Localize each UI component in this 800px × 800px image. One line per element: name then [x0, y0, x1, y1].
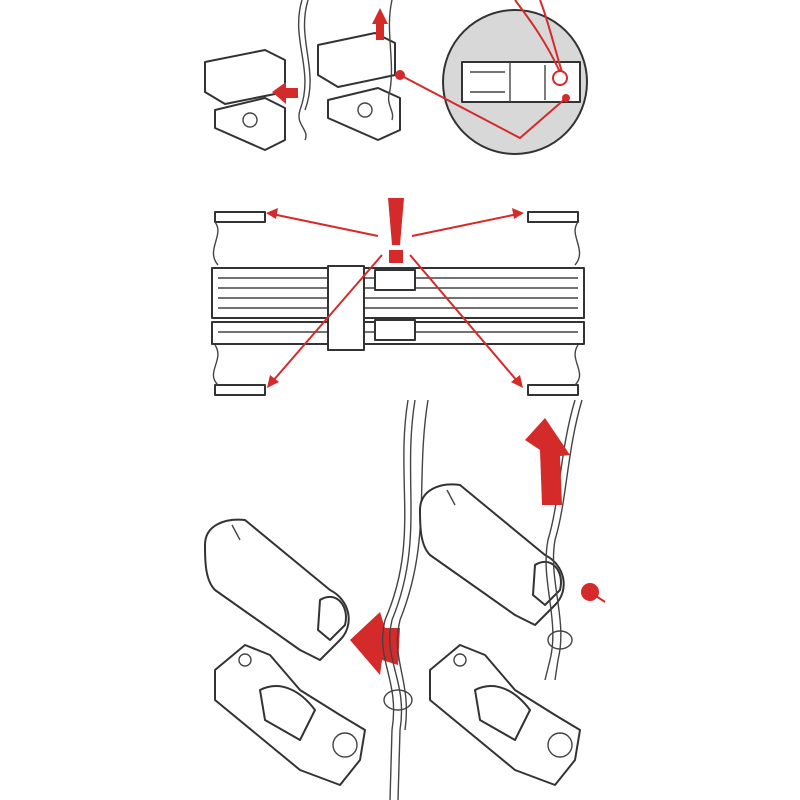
wiper-blade-overview: [211, 211, 585, 396]
pointer-arrows: [266, 208, 524, 388]
left-arrow-icon: [272, 82, 298, 104]
magnified-detail: [442, 0, 588, 155]
bottom-right-base-clip: [429, 644, 581, 786]
exclamation-icon: [388, 198, 404, 263]
top-step-left-clip: [204, 49, 286, 151]
knot-pointer-icon: [581, 583, 606, 603]
top-step-right-clip: [317, 0, 401, 141]
bottom-cord-left: [381, 399, 429, 800]
bottom-right-end-cap: [419, 483, 565, 626]
callout-line: [399, 74, 567, 140]
up-arrow-icon: [372, 8, 388, 40]
up-arrow-icon: [525, 418, 570, 505]
left-arrow-icon: [350, 612, 400, 675]
bottom-left-end-cap: [204, 518, 350, 661]
top-step-cord-left: [298, 0, 311, 141]
bottom-left-base-clip: [214, 644, 366, 786]
